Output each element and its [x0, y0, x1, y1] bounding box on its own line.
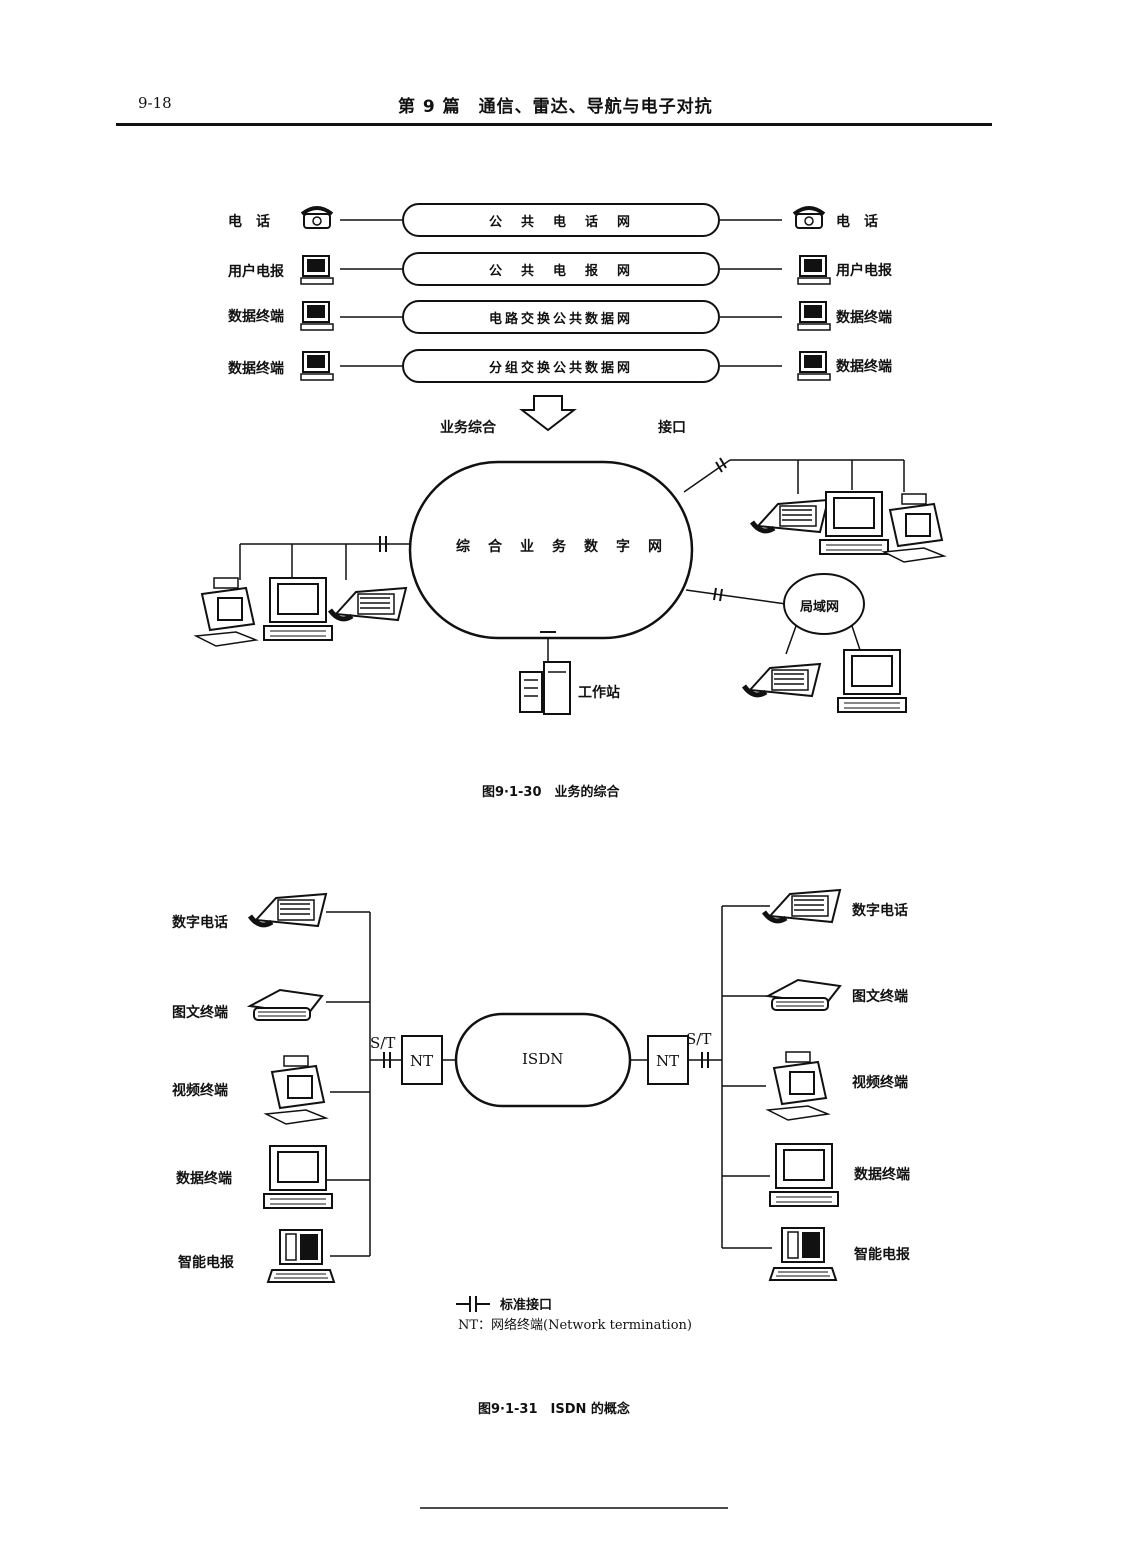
network-pill-telegraph: 公 共 电 报 网: [402, 252, 720, 286]
data-terminal-icon: [819, 491, 889, 555]
video-terminal-icon: [883, 493, 945, 563]
right-label-data-terminal: 数据终端: [836, 359, 892, 375]
data-terminal-icon: [769, 1143, 839, 1207]
network-pill-circuit-data: 电路交换公共数据网: [402, 300, 720, 334]
right-st-label: S/T: [686, 1030, 712, 1048]
left-device-smart-telex: 智能电报: [178, 1255, 234, 1271]
digital-phone-icon: [330, 588, 406, 620]
right-device-smart-telex: 智能电报: [854, 1247, 910, 1263]
figure2-caption: 图9·1-31 ISDN 的概念: [478, 1402, 630, 1417]
left-st-label: S/T: [370, 1034, 396, 1052]
isdn-label: ISDN: [522, 1050, 564, 1068]
right-label-telex: 用户电报: [836, 263, 892, 279]
digital-phone-icon: [250, 894, 326, 926]
left-device-data-terminal: 数据终端: [176, 1171, 232, 1187]
interface-label: 接口: [658, 420, 686, 436]
data-terminal-icon: [263, 577, 333, 641]
left-nt-box: [401, 1035, 443, 1085]
computer-terminal-icon: [797, 301, 831, 331]
telephone-icon: [300, 206, 334, 230]
smart-telex-icon: [267, 1229, 335, 1283]
digital-phone-icon: [752, 500, 828, 532]
teletype-icon: [797, 255, 831, 285]
data-terminal-icon: [263, 1145, 333, 1209]
left-nt-label: NT: [410, 1052, 434, 1070]
teletype-icon: [300, 255, 334, 285]
computer-terminal-icon: [300, 351, 334, 381]
data-terminal-icon: [837, 649, 907, 713]
left-label-telephone: 电 话: [228, 214, 270, 230]
right-device-fax-terminal: 图文终端: [852, 989, 908, 1005]
legend-nt-text: NT：网络终端(Network termination): [458, 1318, 692, 1333]
network-pill-telephone: 公 共 电 话 网: [402, 203, 720, 237]
service-integration-label: 业务综合: [440, 420, 496, 436]
page-number: 9-18: [138, 94, 172, 112]
video-terminal-icon: [195, 577, 257, 647]
workstation-icon: [519, 661, 571, 715]
network-pill-packet-data: 分组交换公共数据网: [402, 349, 720, 383]
left-label-telex: 用户电报: [228, 264, 284, 280]
fax-terminal-icon: [767, 979, 841, 1011]
right-device-data-terminal: 数据终端: [854, 1167, 910, 1183]
telephone-icon: [792, 206, 826, 230]
digital-phone-icon: [744, 664, 820, 696]
right-device-video-terminal: 视频终端: [852, 1075, 908, 1091]
right-label-telephone: 电 话: [836, 214, 878, 230]
right-nt-label: NT: [656, 1052, 680, 1070]
header-rule: [116, 123, 992, 126]
left-label-data-terminal: 数据终端: [228, 309, 284, 325]
lan-circle: [783, 573, 865, 635]
left-device-video-terminal: 视频终端: [172, 1083, 228, 1099]
right-label-data-terminal: 数据终端: [836, 310, 892, 326]
computer-terminal-icon: [797, 351, 831, 381]
figure1-caption: 图9·1-30 业务的综合: [482, 785, 620, 800]
left-device-fax-terminal: 图文终端: [172, 1005, 228, 1021]
left-label-data-terminal: 数据终端: [228, 361, 284, 377]
right-device-digital-phone: 数字电话: [852, 903, 908, 919]
digital-phone-icon: [764, 890, 840, 922]
down-arrow-icon: [519, 395, 577, 432]
chapter-title: 第 9 篇 通信、雷达、导航与电子对抗: [398, 97, 713, 117]
left-device-digital-phone: 数字电话: [172, 915, 228, 931]
workstation-label: 工作站: [578, 685, 620, 701]
legend-interface-text: 标准接口: [500, 1298, 553, 1313]
video-terminal-icon: [767, 1051, 829, 1121]
interface-symbol-icon: [456, 1296, 490, 1312]
smart-telex-icon: [769, 1227, 837, 1281]
fax-terminal-icon: [249, 989, 323, 1021]
lan-label: 局域网: [800, 600, 840, 615]
video-terminal-icon: [265, 1055, 327, 1125]
isdn-name: 综 合 业 务 数 字 网: [456, 539, 664, 555]
computer-terminal-icon: [300, 301, 334, 331]
